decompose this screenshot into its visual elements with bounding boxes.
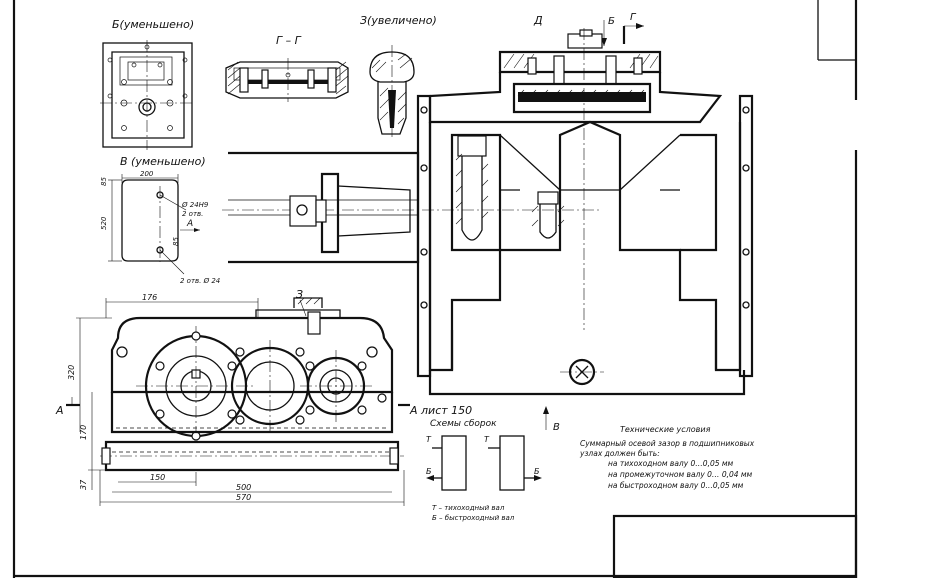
dim-320: 320 — [67, 365, 76, 380]
tech-line3: на тихоходном валу 0…0,05 мм — [608, 459, 734, 468]
arrow-v-label: В — [553, 422, 560, 433]
dim-200: 200 — [140, 170, 154, 178]
tech-title: Технические условия — [620, 425, 711, 434]
section-a-left: А — [55, 404, 64, 417]
dim-176: 176 — [142, 293, 157, 302]
main-section: Д Б Г — [222, 12, 754, 433]
view-b: Б(уменьшено) — [100, 18, 195, 150]
arrow-b-label: Б — [608, 16, 615, 27]
dim-570: 570 — [236, 493, 251, 502]
dim-a-arrow: А — [186, 219, 193, 229]
mark-z: З — [296, 288, 303, 301]
dim-150: 150 — [150, 473, 165, 482]
detail-z: З(увеличено) — [360, 14, 437, 140]
scheme2-b: Б — [534, 467, 540, 476]
sheet-frame — [12, 0, 858, 578]
scheme1-t: Т — [426, 435, 432, 444]
assembly-schemes: Схемы сборок Т Б Т Б Т – тихоходный вал … — [426, 419, 542, 522]
legend-t: Т – тихоходный вал — [432, 504, 505, 512]
dim-2otv: 2 отв. — [182, 210, 203, 218]
legend-b: Б – быстроходный вал — [432, 514, 515, 522]
tech-line5: на быстроходном валу 0…0,05 мм — [608, 481, 744, 490]
scheme1-b: Б — [426, 467, 432, 476]
title-block — [612, 514, 858, 578]
detail-z-title: З(увеличено) — [360, 14, 437, 27]
arrow-g-label: Г — [630, 12, 637, 23]
dim-37: 37 — [79, 479, 88, 490]
view-b-title: Б(уменьшено) — [112, 18, 194, 31]
schemes-title: Схемы сборок — [430, 419, 497, 429]
section-gg-title: Г – Г — [276, 34, 302, 47]
tech-conditions: Технические условия Суммарный осевой заз… — [579, 425, 755, 490]
tech-line4: на промежуточном валу 0… 0,04 мм — [608, 470, 753, 479]
section-a-right: А лист 150 — [409, 404, 472, 417]
scheme2-t: Т — [484, 435, 490, 444]
section-g-g: Г – Г — [225, 34, 349, 102]
dim-85: 85 — [172, 237, 180, 246]
dim-520: 520 — [100, 216, 108, 230]
view-v: В (уменьшено) 200 520 85 85 Ø 24Н9 2 отв… — [100, 155, 220, 285]
tech-line1: Суммарный осевой зазор в подшипниковых — [580, 439, 755, 448]
front-view: З — [55, 288, 472, 506]
dim-500: 500 — [236, 483, 251, 492]
label-d: Д — [533, 14, 543, 27]
view-v-title: В (уменьшено) — [120, 155, 206, 168]
dim-170: 170 — [79, 425, 88, 440]
dim-85-top: 85 — [100, 177, 108, 186]
tech-line2: узлах должен быть: — [579, 449, 660, 458]
dim-2otv24: 2 отв. Ø 24 — [180, 277, 220, 285]
dim-phi24: Ø 24Н9 — [181, 201, 209, 209]
